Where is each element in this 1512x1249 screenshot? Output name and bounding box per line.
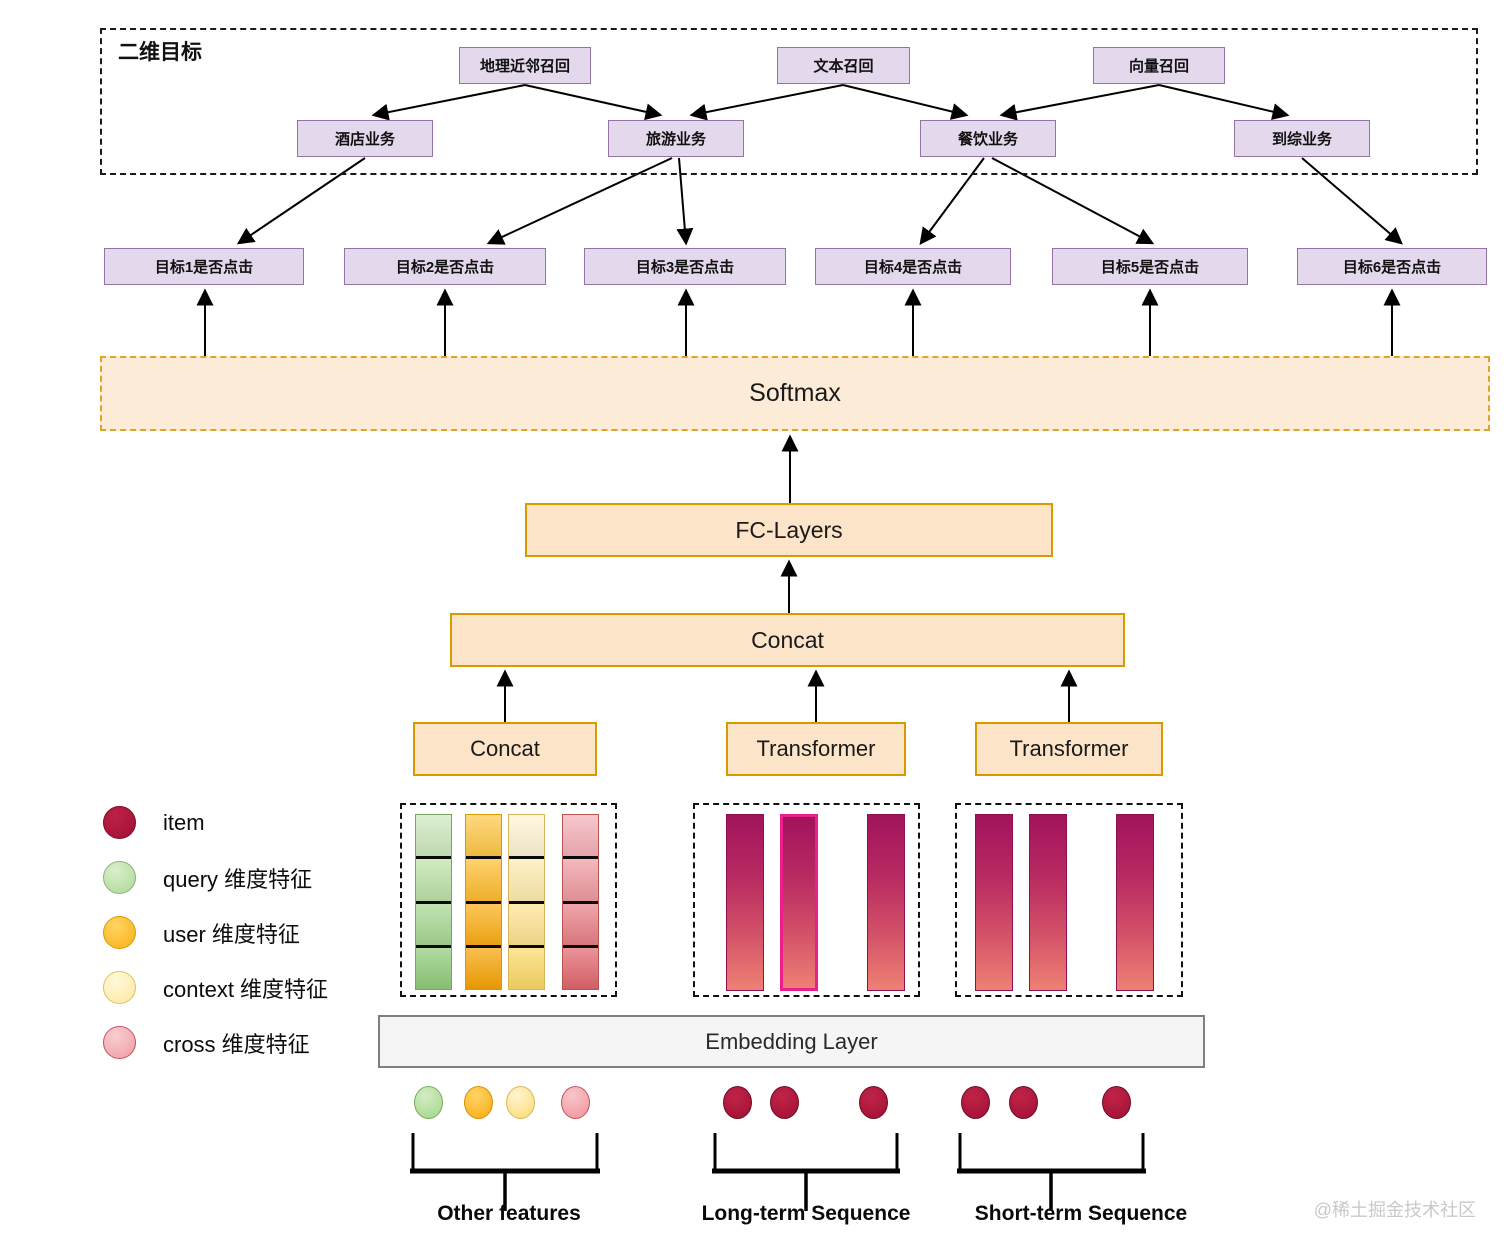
node-target-3-click: 目标3是否点击 [584, 248, 786, 285]
layer-stack-arrows [496, 434, 1078, 722]
softmax-to-target-arrows [196, 288, 1401, 356]
item-input-dot [1009, 1086, 1038, 1119]
two-dim-target-frame [100, 28, 1478, 175]
item-embedding-bar [867, 814, 905, 991]
node-target-2-click: 目标2是否点击 [344, 248, 546, 285]
concat-sub-layer: Concat [413, 722, 597, 776]
node-dining-business: 餐饮业务 [920, 120, 1056, 157]
concat-main-layer: Concat [450, 613, 1125, 667]
legend-label: cross 维度特征 [163, 1031, 310, 1057]
item-input-dot [723, 1086, 752, 1119]
node-geo-recall: 地理近邻召回 [459, 47, 591, 84]
item-embedding-bar-highlighted [780, 814, 818, 991]
transformer-short-term: Transformer [975, 722, 1163, 776]
item-input-dot [859, 1086, 888, 1119]
cross-input-dot [561, 1086, 590, 1119]
legend-user-row: user 维度特征 [103, 905, 328, 960]
user-feature-column [465, 814, 502, 990]
legend-label: user 维度特征 [163, 921, 300, 947]
context-input-dot [506, 1086, 535, 1119]
cross-color-dot [103, 1026, 136, 1059]
item-embedding-bar [1116, 814, 1154, 991]
item-embedding-bar [726, 814, 764, 991]
group-brackets [410, 1133, 1146, 1211]
node-target-1-click: 目标1是否点击 [104, 248, 304, 285]
item-embedding-bar [975, 814, 1013, 991]
user-input-dot [464, 1086, 493, 1119]
legend-label: item [163, 809, 205, 835]
node-vector-recall: 向量召回 [1093, 47, 1225, 84]
softmax-layer: Softmax [100, 356, 1490, 431]
user-color-dot [103, 916, 136, 949]
node-target-4-click: 目标4是否点击 [815, 248, 1011, 285]
node-travel-business: 旅游业务 [608, 120, 744, 157]
node-misc-business: 到综业务 [1234, 120, 1370, 157]
node-hotel-business: 酒店业务 [297, 120, 433, 157]
item-input-dot [1102, 1086, 1131, 1119]
context-feature-column [508, 814, 545, 990]
item-input-dot [961, 1086, 990, 1119]
watermark: @稀土掘金技术社区 [1313, 1200, 1476, 1220]
query-feature-column [415, 814, 452, 990]
node-text-recall: 文本召回 [777, 47, 910, 84]
legend-label: context 维度特征 [163, 976, 329, 1002]
query-input-dot [414, 1086, 443, 1119]
transformer-long-term: Transformer [726, 722, 906, 776]
short-term-sequence-label: Short-term Sequence [974, 1202, 1188, 1225]
long-term-sequence-embeddings [693, 803, 920, 997]
query-color-dot [103, 861, 136, 894]
item-embedding-bar [1029, 814, 1067, 991]
context-color-dot [103, 971, 136, 1004]
legend-query-row: query 维度特征 [103, 850, 328, 905]
frame-title: 二维目标 [118, 41, 202, 64]
item-input-dot [770, 1086, 799, 1119]
fc-layers: FC-Layers [525, 503, 1053, 557]
legend-label: query 维度特征 [163, 866, 313, 892]
cross-feature-column [562, 814, 599, 990]
node-target-5-click: 目标5是否点击 [1052, 248, 1248, 285]
long-term-sequence-label: Long-term Sequence [701, 1202, 911, 1225]
embedding-layer: Embedding Layer [378, 1015, 1205, 1068]
node-target-6-click: 目标6是否点击 [1297, 248, 1487, 285]
legend-context-row: context 维度特征 [103, 960, 328, 1015]
legend: item query 维度特征 user 维度特征 context 维度特征 c… [103, 795, 328, 1070]
item-color-dot [103, 806, 136, 839]
legend-cross-row: cross 维度特征 [103, 1015, 328, 1070]
other-features-embeddings [400, 803, 617, 997]
short-term-sequence-embeddings [955, 803, 1183, 997]
other-features-label: Other features [437, 1202, 581, 1225]
legend-item-row: item [103, 795, 328, 850]
